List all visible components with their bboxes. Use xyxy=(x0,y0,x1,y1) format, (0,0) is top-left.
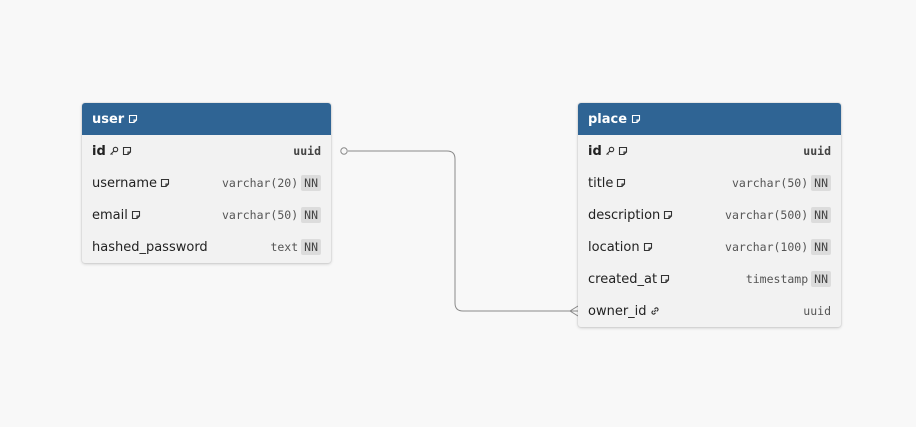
not-null-badge: NN xyxy=(301,239,321,255)
table-row-created-at[interactable]: created_at timestamp NN xyxy=(578,263,841,295)
note-icon[interactable] xyxy=(660,274,670,284)
table-title: place xyxy=(588,111,628,127)
not-null-badge: NN xyxy=(301,207,321,223)
table-row-location[interactable]: location varchar(100) NN xyxy=(578,231,841,263)
column-type: varchar(500) xyxy=(725,208,809,222)
column-name: owner_id xyxy=(588,304,660,319)
column-name-text: title xyxy=(588,175,614,191)
note-icon[interactable] xyxy=(643,242,653,252)
column-name: created_at xyxy=(588,272,670,287)
column-name: username xyxy=(92,176,170,191)
table-row-id[interactable]: id uuid xyxy=(82,135,331,167)
not-null-badge: NN xyxy=(811,207,831,223)
table-row-email[interactable]: email varchar(50) NN xyxy=(82,199,331,231)
table-row-owner-id[interactable]: owner_id uuid xyxy=(578,295,841,327)
column-name-text: username xyxy=(92,175,157,191)
table-row-hashed-password[interactable]: hashed_password text NN xyxy=(82,231,331,263)
note-icon[interactable] xyxy=(616,178,626,188)
note-icon[interactable] xyxy=(631,114,641,124)
table-row-title[interactable]: title varchar(50) NN xyxy=(578,167,841,199)
key-icon xyxy=(605,146,615,156)
not-null-badge: NN xyxy=(301,175,321,191)
column-type: varchar(50) xyxy=(731,176,809,190)
table-row-description[interactable]: description varchar(500) NN xyxy=(578,199,841,231)
column-type: varchar(20) xyxy=(221,176,299,190)
column-name-text: location xyxy=(588,239,640,255)
table-header-user[interactable]: user xyxy=(82,103,331,135)
column-type: varchar(100) xyxy=(725,240,809,254)
column-name-text: email xyxy=(92,207,128,223)
column-name-text: owner_id xyxy=(588,303,647,319)
column-type: uuid xyxy=(803,144,831,158)
column-type: varchar(50) xyxy=(221,208,299,222)
column-name-text: description xyxy=(588,207,661,223)
column-name: title xyxy=(588,176,626,191)
column-name-text: hashed_password xyxy=(92,239,208,255)
note-icon[interactable] xyxy=(160,178,170,188)
column-name: description xyxy=(588,208,673,223)
many-cardinality-marker xyxy=(569,305,579,317)
note-icon[interactable] xyxy=(128,114,138,124)
key-icon xyxy=(109,146,119,156)
column-name-text: created_at xyxy=(588,271,658,287)
column-type: timestamp xyxy=(745,272,809,286)
column-name: hashed_password xyxy=(92,240,208,255)
table-title: user xyxy=(92,111,125,127)
column-type: uuid xyxy=(803,304,831,318)
one-cardinality-marker xyxy=(340,147,348,155)
not-null-badge: NN xyxy=(811,239,831,255)
column-name-text: id xyxy=(588,143,602,159)
table-user[interactable]: user id uuid username xyxy=(82,103,331,263)
column-name-text: id xyxy=(92,143,106,159)
column-name: location xyxy=(588,240,653,255)
not-null-badge: NN xyxy=(811,271,831,287)
table-row-username[interactable]: username varchar(20) NN xyxy=(82,167,331,199)
note-icon[interactable] xyxy=(618,146,628,156)
note-icon[interactable] xyxy=(663,210,673,220)
column-type: uuid xyxy=(293,144,321,158)
table-header-place[interactable]: place xyxy=(578,103,841,135)
column-name: id xyxy=(588,144,628,159)
link-icon xyxy=(650,306,660,316)
column-name: id xyxy=(92,144,132,159)
column-type: text xyxy=(270,240,299,254)
note-icon[interactable] xyxy=(122,146,132,156)
column-name: email xyxy=(92,208,141,223)
not-null-badge: NN xyxy=(811,175,831,191)
note-icon[interactable] xyxy=(131,210,141,220)
relationship-path xyxy=(348,150,578,312)
table-place[interactable]: place id uuid title xyxy=(578,103,841,327)
table-row-id[interactable]: id uuid xyxy=(578,135,841,167)
